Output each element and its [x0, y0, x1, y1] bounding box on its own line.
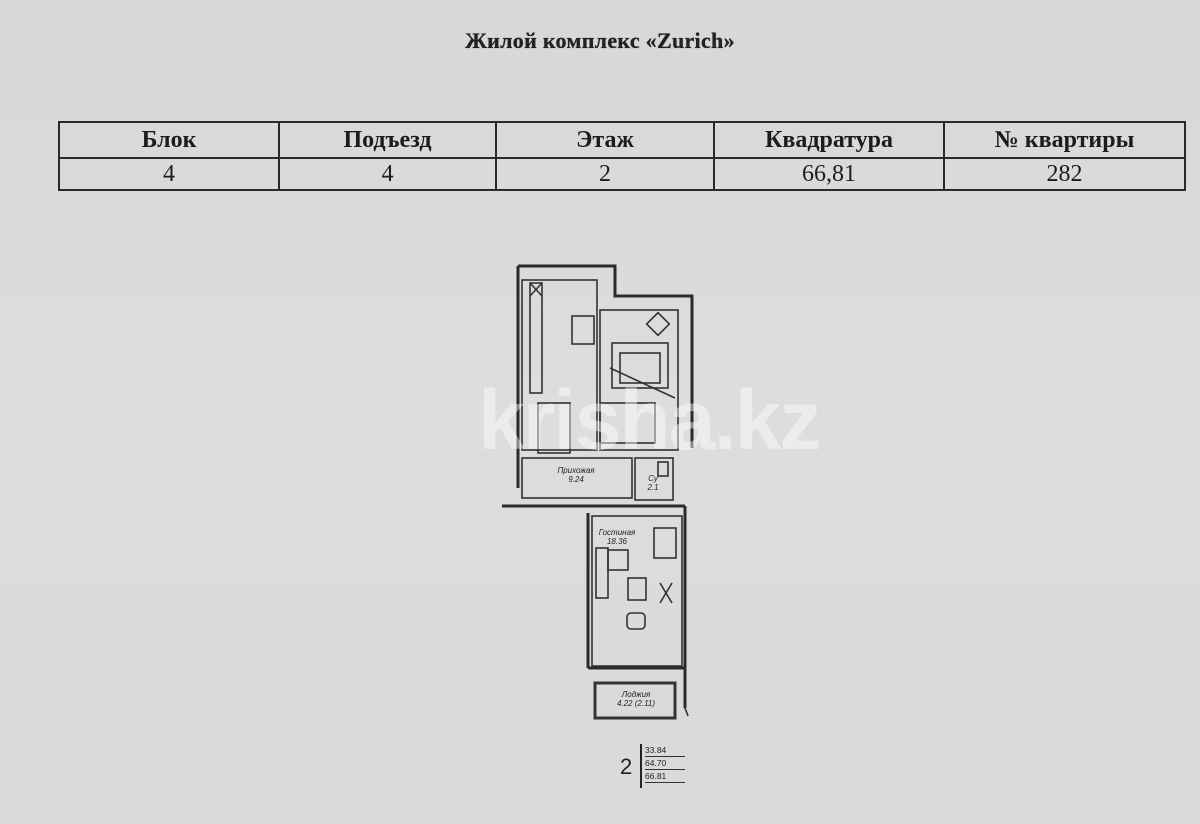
room-area: 18.36	[606, 537, 628, 546]
value-area: 66,81	[713, 157, 945, 191]
floor-plan-drawing	[502, 264, 694, 720]
total-area-with-loggia: 66.81	[645, 770, 685, 783]
room-name: Су	[648, 474, 658, 483]
value-block: 4	[58, 157, 280, 191]
header-block: Блок	[58, 121, 280, 159]
document-title: Жилой комплекс «Zurich»	[465, 28, 735, 53]
living-area: 33.84	[645, 744, 685, 757]
header-floor: Этаж	[495, 121, 715, 159]
header-area: Квадратура	[713, 121, 945, 159]
room-area: 9.24	[568, 475, 584, 484]
apartment-info-table: Блок Подъезд Этаж Квадратура № квартиры …	[58, 121, 1186, 191]
watermark: krisha.kz	[478, 373, 822, 467]
room-area: 4.22 (2.11)	[616, 699, 656, 708]
header-apartment-number: № квартиры	[943, 121, 1186, 159]
room-name: Гостиная	[598, 528, 636, 537]
room-label-bathroom: Су 2.1	[636, 474, 670, 492]
total-area: 64.70	[645, 757, 685, 770]
room-label-loggia: Лоджия 4.22 (2.11)	[600, 690, 672, 708]
table-row: 4 4 2 66,81 282	[58, 157, 1186, 191]
floor-plan: Прихожая 9.24 Су 2.1 Гостиная 18.36 Лодж…	[500, 258, 710, 778]
divider	[640, 744, 642, 788]
value-apartment-number: 282	[943, 157, 1186, 191]
table-header-row: Блок Подъезд Этаж Квадратура № квартиры	[58, 121, 1186, 159]
room-label-hallway: Прихожая 9.24	[526, 466, 626, 484]
value-floor: 2	[495, 157, 715, 191]
room-name: Прихожая	[557, 466, 595, 475]
room-label-living-room: Гостиная 18.36	[592, 528, 642, 546]
header-entrance: Подъезд	[278, 121, 497, 159]
value-entrance: 4	[278, 157, 497, 191]
room-name: Лоджия	[621, 690, 651, 699]
room-area: 2.1	[647, 483, 659, 492]
floor-number: 2	[620, 754, 633, 779]
